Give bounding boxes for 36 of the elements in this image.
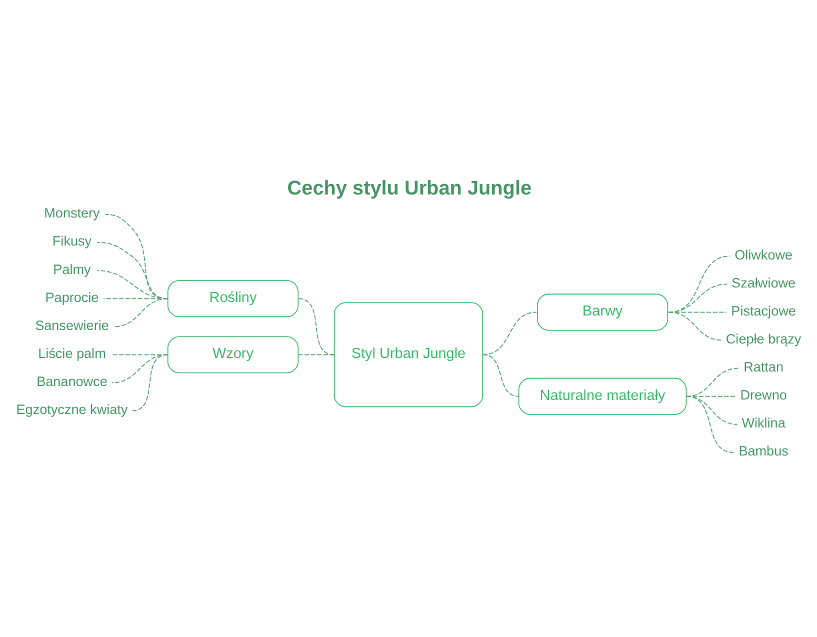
node-box: Naturalne materiały (518, 377, 687, 414)
connector (668, 255, 731, 312)
connector (686, 395, 734, 452)
node-text: Rattan (744, 358, 784, 374)
node-text: Palmy (53, 261, 91, 276)
node-text: Wiklina (742, 415, 786, 430)
connector (668, 283, 728, 312)
node-text: Liście palm (38, 345, 106, 360)
node-text: Szałwiowe (732, 274, 796, 290)
node-box: Rośliny (167, 280, 299, 317)
diagram-title: Cechy stylu Urban Jungle (287, 176, 532, 199)
connector (113, 298, 168, 327)
connector (686, 367, 739, 396)
connector (298, 298, 335, 355)
connector (482, 354, 520, 396)
node-text: Ciepłe brązy (726, 330, 802, 346)
node-box: Styl Urban Jungle (334, 302, 484, 407)
connector (111, 354, 168, 383)
node-box: Wzory (167, 336, 299, 373)
connector (110, 354, 168, 355)
connector (482, 311, 537, 355)
node-text: Bambus (738, 443, 788, 458)
node-text: Egzotyczne kwiaty (16, 401, 128, 416)
node-text: Fikusy (52, 233, 92, 248)
connector (298, 354, 335, 355)
node-text: Pistacjowe (731, 302, 796, 318)
node-text: Bananowce (36, 373, 108, 388)
node-text: Monstery (44, 205, 100, 220)
connector (668, 311, 723, 340)
node-text: Sansewierie (35, 317, 109, 332)
node-text: Oliwkowe (734, 246, 793, 262)
node-box: Barwy (536, 293, 668, 330)
connector (668, 311, 727, 312)
connector (131, 354, 168, 411)
node-text: Drewno (740, 387, 787, 402)
node-text: Paprocie (45, 289, 99, 304)
